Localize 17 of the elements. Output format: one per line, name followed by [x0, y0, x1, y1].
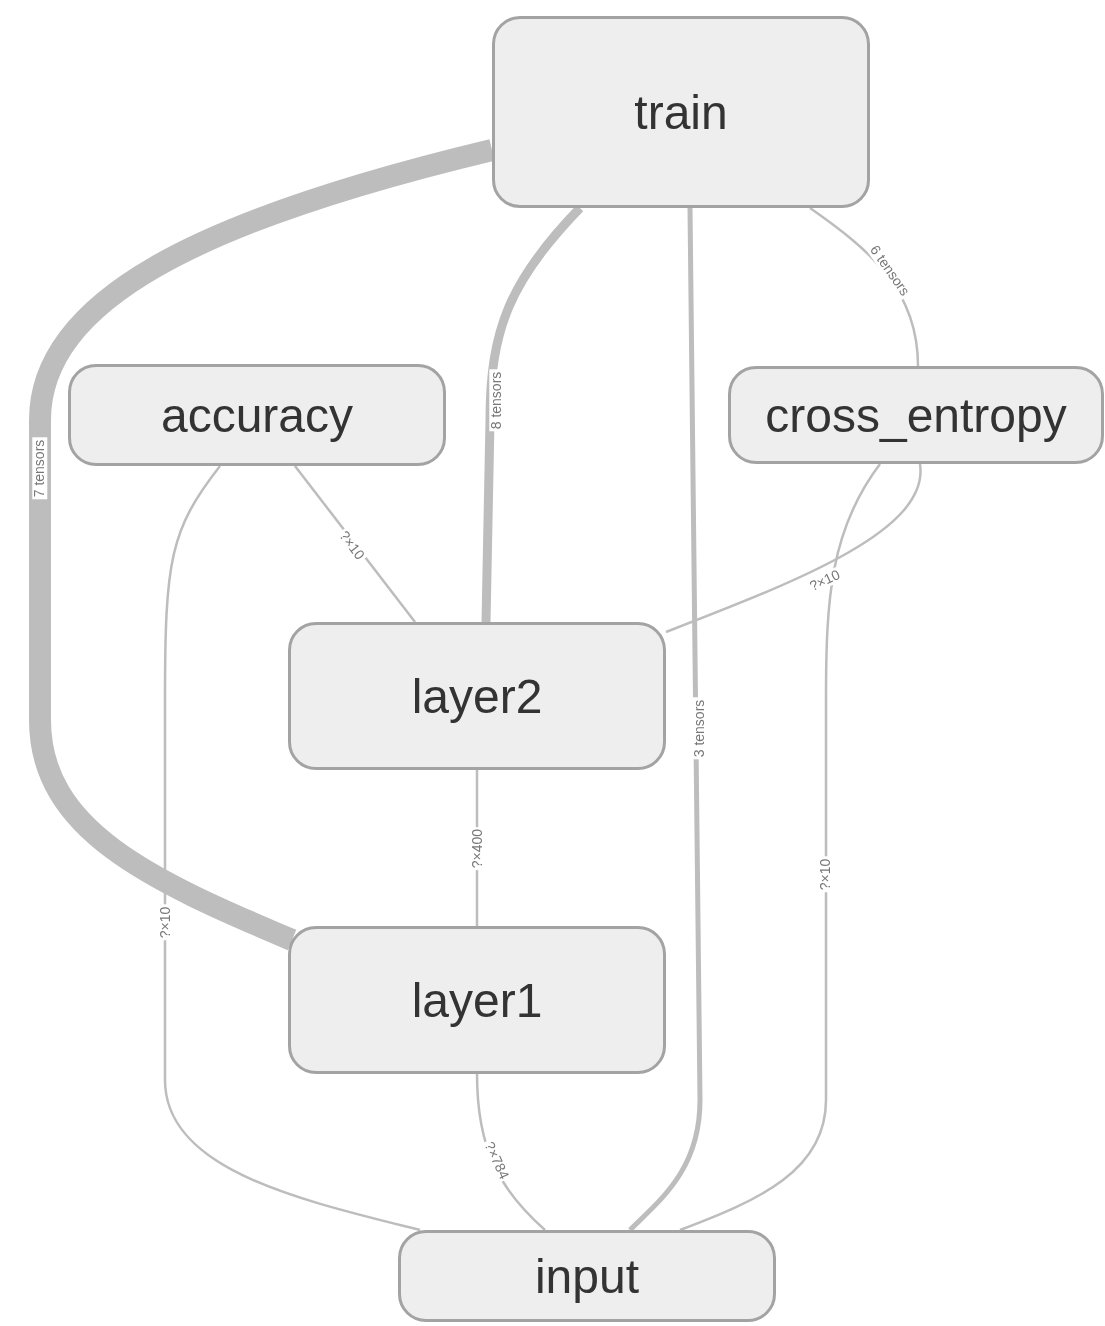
- node-label: train: [634, 84, 728, 140]
- connector-line: [665, 463, 922, 634]
- process-box: [288, 926, 666, 1074]
- process-box: [728, 366, 1104, 464]
- node-label: cross_entropy: [765, 387, 1067, 443]
- process-box: [288, 622, 666, 770]
- node-label: input: [534, 1248, 640, 1304]
- node-label: layer2: [411, 668, 543, 724]
- connector-line: [628, 207, 703, 1232]
- connector-line: [163, 465, 421, 1232]
- connector-line: [679, 463, 882, 1232]
- process-box: [68, 364, 446, 466]
- process-box: [492, 16, 870, 208]
- edge-label: 7 tensors: [32, 437, 48, 499]
- node-label: layer1: [411, 972, 543, 1028]
- process-box: [398, 1230, 776, 1322]
- node-label: accuracy: [160, 387, 354, 443]
